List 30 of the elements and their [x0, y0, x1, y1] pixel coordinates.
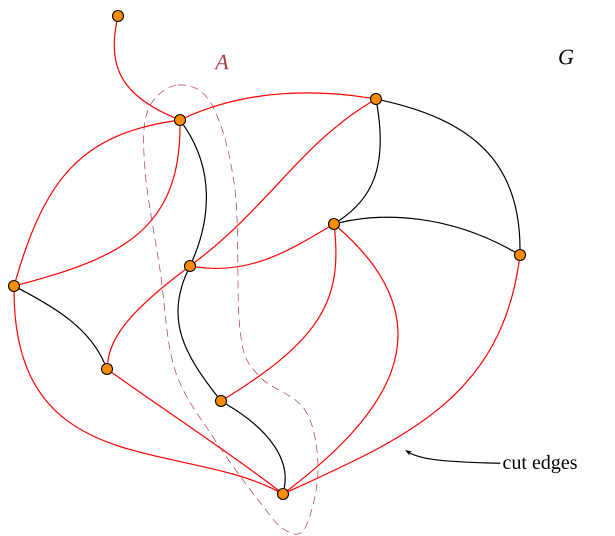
graph-edge [107, 269, 186, 364]
graph-edge [114, 22, 175, 118]
vertex [112, 10, 124, 22]
vertex [514, 248, 526, 262]
vertex [174, 114, 186, 126]
vertex [328, 218, 340, 230]
vertex [8, 280, 20, 292]
graph-edge [382, 100, 521, 249]
vertex [370, 92, 382, 106]
graph-edge [226, 404, 286, 488]
vertex [184, 260, 196, 272]
graph-edge [13, 292, 278, 492]
graph-edge [112, 372, 279, 491]
graph-edge [288, 260, 520, 492]
set-label: G [559, 50, 574, 64]
vertex [100, 362, 114, 376]
vertex [214, 394, 228, 408]
graph-edge [182, 124, 207, 261]
set-label: A [214, 54, 229, 70]
graph-edge [19, 288, 106, 364]
graph-edge [340, 216, 516, 253]
edge-caption: cut edges [503, 454, 577, 474]
graph-edge [196, 226, 330, 269]
graph-edge [177, 271, 218, 397]
graph-edge [185, 92, 370, 118]
graph-edge [226, 230, 336, 398]
graph-edge [338, 104, 381, 222]
graph-edge [287, 228, 398, 491]
graph-edge [194, 102, 372, 263]
vertex [276, 488, 290, 500]
